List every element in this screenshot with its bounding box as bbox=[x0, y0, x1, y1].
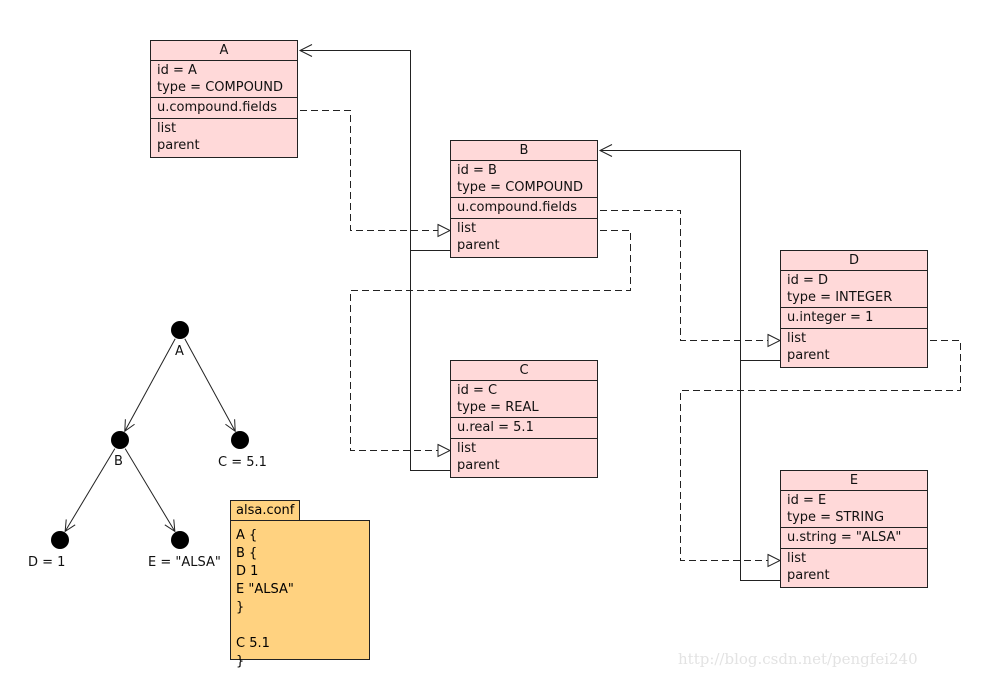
node-field-type: type = REAL bbox=[457, 400, 539, 415]
tree-edge-b-e bbox=[124, 448, 176, 532]
node-value: u.real = 5.1 bbox=[451, 418, 597, 439]
tree-edge-a-c bbox=[184, 338, 236, 432]
node-fields: id = E type = STRING bbox=[781, 491, 927, 528]
node-fields: id = B type = COMPOUND bbox=[451, 161, 597, 198]
node-link-list: list bbox=[787, 331, 807, 346]
struct-node-b: B id = B type = COMPOUND u.compound.fiel… bbox=[450, 140, 598, 258]
node-links: list parent bbox=[451, 219, 597, 257]
tree-label-c: C = 5.1 bbox=[218, 455, 267, 470]
tree-node-e bbox=[171, 531, 189, 549]
tree-node-b bbox=[111, 431, 129, 449]
node-field-id: id = A bbox=[157, 63, 197, 78]
node-title: E bbox=[781, 471, 927, 491]
open-arrow-head-icon bbox=[298, 44, 313, 57]
hollow-triangle-head-icon bbox=[437, 223, 452, 238]
node-link-list: list bbox=[157, 121, 177, 136]
config-line: } bbox=[236, 654, 245, 669]
tree-label-b: B bbox=[114, 454, 123, 469]
watermark: http://blog.csdn.net/pengfei240 bbox=[678, 650, 918, 668]
hollow-triangle-head-icon bbox=[767, 333, 782, 348]
config-line: C 5.1 bbox=[236, 636, 270, 651]
node-links: list parent bbox=[451, 439, 597, 477]
node-fields: id = A type = COMPOUND bbox=[151, 61, 297, 98]
node-field-id: id = E bbox=[787, 493, 827, 508]
node-field-type: type = COMPOUND bbox=[157, 80, 284, 95]
tree-arrow-head-icon bbox=[124, 419, 135, 433]
node-link-parent: parent bbox=[787, 568, 830, 583]
node-link-list: list bbox=[457, 441, 477, 456]
hollow-triangle-head-icon bbox=[767, 553, 782, 568]
node-field-id: id = B bbox=[457, 163, 497, 178]
node-link-parent: parent bbox=[787, 348, 830, 363]
tree-label-d: D = 1 bbox=[28, 555, 66, 570]
config-file-tab: alsa.conf bbox=[230, 500, 300, 521]
edge-c-parent-to-a bbox=[410, 250, 450, 471]
config-line: B { bbox=[236, 546, 258, 561]
tree-edge-a-b bbox=[124, 338, 176, 432]
tree-arrow-head-icon bbox=[164, 519, 176, 533]
node-field-type: type = STRING bbox=[787, 510, 885, 525]
edge-d-parent-to-b bbox=[600, 150, 780, 361]
config-line: D 1 bbox=[236, 564, 259, 579]
node-field-id: id = D bbox=[787, 273, 829, 288]
node-links: list parent bbox=[781, 549, 927, 587]
node-field-id: id = C bbox=[457, 383, 498, 398]
node-value: u.compound.fields bbox=[151, 98, 297, 119]
node-title: D bbox=[781, 251, 927, 271]
edge-e-parent-to-b bbox=[740, 360, 780, 581]
struct-node-a: A id = A type = COMPOUND u.compound.fiel… bbox=[150, 40, 298, 158]
node-title: B bbox=[451, 141, 597, 161]
open-arrow-head-icon bbox=[598, 144, 613, 157]
node-title: C bbox=[451, 361, 597, 381]
node-value: u.string = "ALSA" bbox=[781, 528, 927, 549]
node-link-list: list bbox=[457, 221, 477, 236]
hollow-triangle-head-icon bbox=[437, 443, 452, 458]
tree-label-e: E = "ALSA" bbox=[148, 555, 221, 570]
tree-edge-b-d bbox=[64, 448, 116, 532]
node-links: list parent bbox=[151, 119, 297, 157]
struct-node-c: C id = C type = REAL u.real = 5.1 list p… bbox=[450, 360, 598, 478]
node-link-parent: parent bbox=[457, 458, 500, 473]
tree-arrow-head-icon bbox=[225, 419, 236, 433]
node-link-list: list bbox=[787, 551, 807, 566]
tree-arrow-head-icon bbox=[64, 519, 76, 533]
struct-node-e: E id = E type = STRING u.string = "ALSA"… bbox=[780, 470, 928, 588]
tree-node-c bbox=[231, 431, 249, 449]
config-line: } bbox=[236, 600, 245, 615]
node-field-type: type = COMPOUND bbox=[457, 180, 584, 195]
edge-b-fields-to-d-list bbox=[600, 210, 768, 341]
node-field-type: type = INTEGER bbox=[787, 290, 893, 305]
tree-label-a: A bbox=[175, 344, 184, 359]
node-links: list parent bbox=[781, 329, 927, 367]
edge-b-parent-to-a bbox=[300, 50, 450, 251]
config-file-body: A { B { D 1 E "ALSA" } C 5.1} bbox=[230, 520, 370, 669]
node-link-parent: parent bbox=[457, 238, 500, 253]
node-fields: id = D type = INTEGER bbox=[781, 271, 927, 308]
config-line: A { bbox=[236, 528, 258, 543]
tree-node-a bbox=[171, 321, 189, 339]
node-fields: id = C type = REAL bbox=[451, 381, 597, 418]
edge-d-list-to-e-list bbox=[680, 340, 961, 561]
config-line bbox=[236, 617, 369, 635]
edge-b-list-to-c-list bbox=[350, 230, 631, 451]
config-line: E "ALSA" bbox=[236, 582, 294, 597]
struct-node-d: D id = D type = INTEGER u.integer = 1 li… bbox=[780, 250, 928, 368]
node-title: A bbox=[151, 41, 297, 61]
node-link-parent: parent bbox=[157, 138, 200, 153]
node-value: u.integer = 1 bbox=[781, 308, 927, 329]
node-value: u.compound.fields bbox=[451, 198, 597, 219]
edge-a-fields-to-b-list bbox=[300, 110, 438, 231]
tree-node-d bbox=[51, 531, 69, 549]
